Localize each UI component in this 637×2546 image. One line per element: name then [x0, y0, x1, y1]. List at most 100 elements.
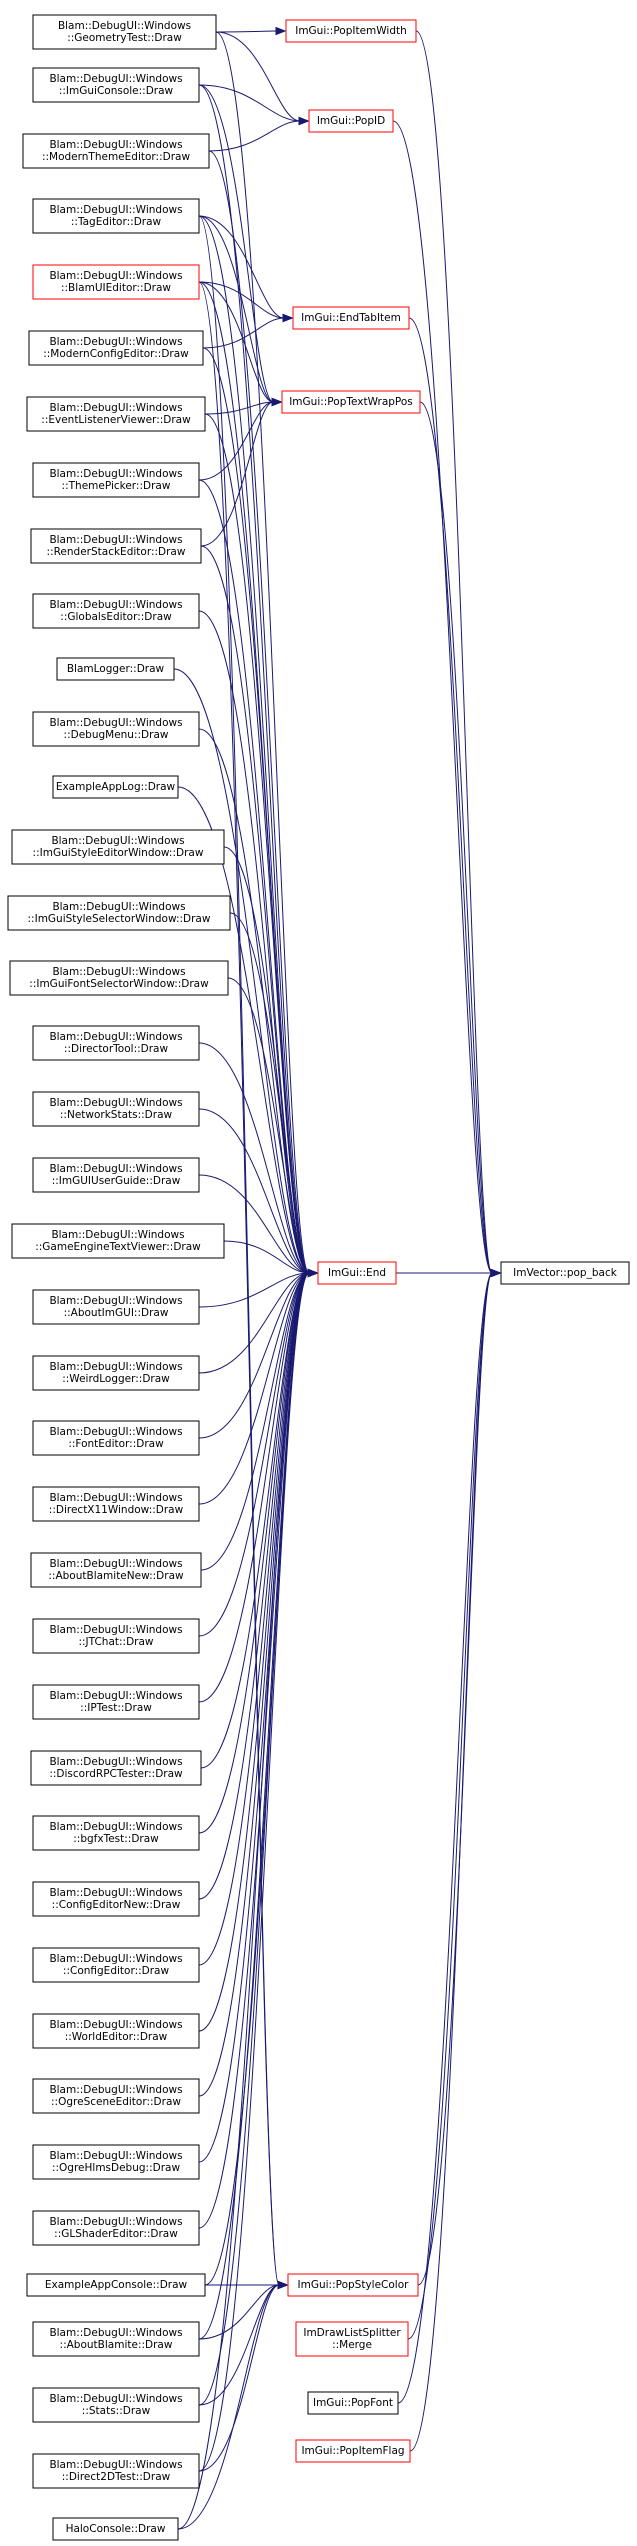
edge-c5-to-m4	[198, 281, 283, 407]
edge-line	[198, 1272, 310, 1439]
node-box	[26, 396, 206, 432]
node-label-line: Blam::DebugUI::Windows	[49, 1031, 182, 1043]
graph-node[interactable]: Blam::DebugUI::Windows::DirectorTool::Dr…	[32, 1025, 200, 1061]
node-box	[32, 1025, 200, 1061]
graph-node[interactable]: Blam::DebugUI::Windows::ThemePicker::Dra…	[32, 462, 200, 498]
node-label-line: HaloConsole::Draw	[66, 2523, 166, 2535]
node-box	[30, 1750, 202, 1786]
node-label-line: ImGui::PopItemWidth	[295, 25, 407, 37]
node-label-line: Blam::DebugUI::Windows	[49, 402, 182, 414]
edge-line	[198, 84, 274, 403]
edge-c4-to-m3	[198, 215, 294, 323]
node-label-line: ::NetworkStats::Draw	[60, 1109, 173, 1121]
graph-node[interactable]: Blam::DebugUI::Windows::GeometryTest::Dr…	[32, 14, 217, 50]
graph-node[interactable]: ImGui::End	[317, 1261, 397, 1285]
graph-node[interactable]: ImGui::PopItemWidth	[285, 19, 417, 43]
graph-node[interactable]: Blam::DebugUI::Windows::NetworkStats::Dr…	[32, 1091, 200, 1127]
graph-node[interactable]: ExampleAppConsole::Draw	[26, 2273, 206, 2297]
edge-c2-to-m5	[198, 84, 319, 1278]
node-label-line: Blam::DebugUI::Windows	[49, 336, 182, 348]
graph-node[interactable]: Blam::DebugUI::Windows::JTChat::Draw	[32, 1618, 200, 1654]
edge-m6-to-t	[417, 1268, 502, 2286]
graph-node[interactable]: ImGui::PopStyleColor	[287, 2273, 419, 2297]
graph-nodes: Blam::DebugUI::Windows::GeometryTest::Dr…	[7, 14, 630, 2541]
node-box	[52, 775, 179, 799]
edge-line	[204, 1272, 310, 2286]
graph-node[interactable]: Blam::DebugUI::Windows::DebugMenu::Draw	[32, 711, 200, 747]
graph-node[interactable]: Blam::DebugUI::Windows::EventListenerVie…	[26, 396, 206, 432]
selected-node[interactable]: ImVector::pop_back	[500, 1261, 630, 1285]
node-label-line: Blam::DebugUI::Windows	[49, 1295, 182, 1307]
node-box	[32, 1947, 200, 1983]
node-label-line: ::GLShaderEditor::Draw	[54, 2228, 178, 2240]
graph-node[interactable]: Blam::DebugUI::Windows::ConfigEditor::Dr…	[32, 1947, 200, 1983]
edge-c1-to-m2	[215, 31, 310, 126]
graph-node[interactable]: Blam::DebugUI::Windows::AboutBlamite::Dr…	[32, 2321, 200, 2357]
edge-c39-to-m6	[198, 2280, 289, 2472]
graph-node[interactable]: Blam::DebugUI::Windows::ImGuiConsole::Dr…	[32, 67, 200, 103]
graph-node[interactable]: Blam::DebugUI::Windows::ImGuiStyleSelect…	[7, 895, 231, 931]
node-label-line: ::DirectorTool::Draw	[64, 1043, 169, 1055]
edge-line	[198, 1272, 310, 2032]
graph-node[interactable]: Blam::DebugUI::Windows::DirectX11Window:…	[32, 1486, 200, 1522]
graph-node[interactable]: Blam::DebugUI::Windows::ImGUIUserGuide::…	[32, 1157, 200, 1193]
graph-node[interactable]: Blam::DebugUI::Windows::DiscordRPCTester…	[30, 1750, 202, 1786]
graph-node[interactable]: Blam::DebugUI::Windows::BlamUIEditor::Dr…	[32, 264, 200, 300]
graph-node[interactable]: Blam::DebugUI::Windows::OgreSceneEditor:…	[32, 2078, 200, 2114]
graph-node[interactable]: Blam::DebugUI::Windows::ModernThemeEdito…	[22, 133, 210, 169]
node-box	[285, 19, 417, 43]
edge-line	[198, 1272, 310, 1834]
edge-line	[177, 1272, 310, 2530]
graph-node[interactable]: Blam::DebugUI::Windows::ConfigEditorNew:…	[32, 1881, 200, 1917]
graph-node[interactable]: Blam::DebugUI::Windows::AboutImGUI::Draw	[32, 1289, 200, 1325]
edge-line	[204, 401, 274, 415]
graph-node[interactable]: ExampleAppLog::Draw	[52, 775, 179, 799]
node-box	[32, 264, 200, 300]
graph-node[interactable]: Blam::DebugUI::Windows::FontEditor::Draw	[32, 1420, 200, 1456]
graph-node[interactable]: Blam::DebugUI::Windows::Stats::Draw	[32, 2387, 200, 2423]
graph-node[interactable]: Blam::DebugUI::Windows::WorldEditor::Dra…	[32, 2013, 200, 2049]
node-box	[32, 1486, 200, 1522]
graph-node[interactable]: ImGui::PopItemFlag	[295, 2439, 411, 2463]
graph-node[interactable]: ImGui::PopID	[308, 109, 394, 133]
edge-arrowhead	[282, 313, 294, 323]
graph-node[interactable]: HaloConsole::Draw	[52, 2517, 179, 2541]
node-label-line: Blam::DebugUI::Windows	[51, 1229, 184, 1241]
edge-line	[173, 668, 310, 1274]
edge-line	[198, 610, 310, 1274]
graph-node[interactable]: Blam::DebugUI::Windows::WeirdLogger::Dra…	[32, 1355, 200, 1391]
edge-line	[198, 215, 280, 2286]
graph-node[interactable]: Blam::DebugUI::Windows::Direct2DTest::Dr…	[32, 2453, 200, 2489]
graph-node[interactable]: Blam::DebugUI::Windows::GlobalsEditor::D…	[32, 593, 200, 629]
graph-node[interactable]: Blam::DebugUI::Windows::ImGuiStyleEditor…	[11, 829, 225, 865]
edge-c37-to-m6	[198, 2280, 289, 2340]
node-label-line: ::OgreSceneEditor::Draw	[51, 2096, 181, 2108]
edge-line	[198, 1272, 310, 2472]
graph-node[interactable]: Blam::DebugUI::Windows::TagEditor::Draw	[32, 198, 200, 234]
graph-node[interactable]: ImDrawListSplitter::Merge	[295, 2321, 409, 2357]
node-label-line: ::ModernThemeEditor::Draw	[42, 151, 190, 163]
graph-node[interactable]: Blam::DebugUI::Windows::ModernConfigEdit…	[28, 330, 204, 366]
graph-node[interactable]: Blam::DebugUI::Windows::bgfxTest::Draw	[32, 1815, 200, 1851]
graph-node[interactable]: Blam::DebugUI::Windows::AboutBlamiteNew:…	[30, 1552, 202, 1588]
node-label-line: Blam::DebugUI::Windows	[49, 139, 182, 151]
edge-arrowhead	[307, 1268, 319, 1278]
graph-node[interactable]: ImGui::PopFont	[307, 2391, 399, 2415]
graph-node[interactable]: ImGui::PopTextWrapPos	[281, 390, 421, 414]
edge-c2-to-m4	[198, 84, 283, 407]
graph-node[interactable]: ImGui::EndTabItem	[292, 306, 410, 330]
node-box	[32, 2013, 200, 2049]
node-label-line: Blam::DebugUI::Windows	[49, 2459, 182, 2471]
graph-node[interactable]: BlamLogger::Draw	[56, 657, 175, 681]
graph-node[interactable]: Blam::DebugUI::Windows::GLShaderEditor::…	[32, 2210, 200, 2246]
graph-node[interactable]: Blam::DebugUI::Windows::ImGuiFontSelecto…	[9, 960, 229, 996]
graph-node[interactable]: Blam::DebugUI::Windows::OgreHlmsDebug::D…	[32, 2144, 200, 2180]
node-box	[32, 67, 200, 103]
edge-line	[408, 317, 493, 1274]
graph-node[interactable]: Blam::DebugUI::Windows::RenderStackEdito…	[30, 528, 202, 564]
graph-node[interactable]: Blam::DebugUI::Windows::GameEngineTextVi…	[11, 1223, 225, 1259]
node-label-line: ::OgreHlmsDebug::Draw	[52, 2162, 181, 2174]
edge-line	[200, 1272, 310, 1571]
graph-node[interactable]: Blam::DebugUI::Windows::IPTest::Draw	[32, 1684, 200, 1720]
node-label-line: ::GeometryTest::Draw	[67, 32, 182, 44]
